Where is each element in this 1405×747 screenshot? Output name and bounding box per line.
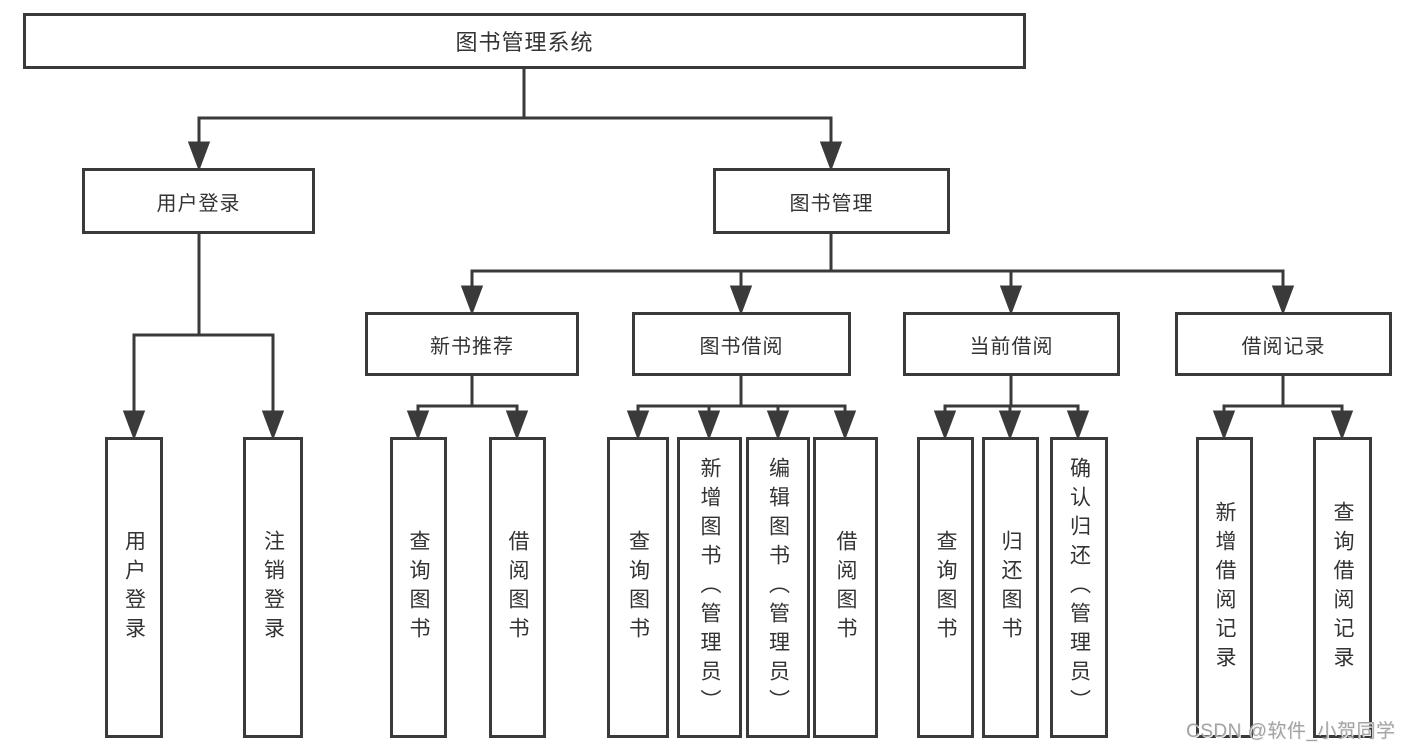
node-user-login-label: 用户登录 <box>156 192 241 215</box>
node-root: 图书管理系统 <box>23 13 1026 69</box>
csdn-watermark: CSDN @软件_小贺同学 <box>1186 721 1396 742</box>
leaf-confirm-return-admin-label: 确认归还（管理员） <box>1067 457 1091 718</box>
leaf-query-borrow-record: 查询借阅记录 <box>1313 437 1372 738</box>
leaf-query-books-recommend-label: 查询图书 <box>407 529 430 646</box>
node-user-login: 用户登录 <box>82 168 315 234</box>
connector-book-borrow-to-leaves <box>626 374 857 441</box>
node-book-borrow: 图书借阅 <box>632 312 851 376</box>
node-current-borrow: 当前借阅 <box>903 312 1120 376</box>
leaf-return-books-label: 归还图书 <box>999 529 1022 646</box>
leaf-borrow-books-recommend-label: 借阅图书 <box>506 529 529 646</box>
leaf-add-borrow-record-label: 新增借阅记录 <box>1213 500 1236 675</box>
leaf-query-borrow-record-label: 查询借阅记录 <box>1331 500 1354 675</box>
leaf-query-books-current: 查询图书 <box>917 437 974 738</box>
leaf-logout-label: 注销登录 <box>261 529 285 646</box>
leaf-confirm-return-admin: 确认归还（管理员） <box>1050 437 1108 738</box>
connector-root-to-level2 <box>187 67 843 172</box>
leaf-edit-book-admin-label: 编辑图书（管理员） <box>766 457 790 718</box>
connector-borrow-records-to-leaves <box>1212 374 1354 441</box>
leaf-add-book-admin-label: 新增图书（管理员） <box>698 457 721 718</box>
node-book-borrow-label: 图书借阅 <box>699 335 784 358</box>
node-new-book-recommend-label: 新书推荐 <box>430 335 514 358</box>
leaf-query-books-current-label: 查询图书 <box>934 529 957 646</box>
node-current-borrow-label: 当前借阅 <box>969 335 1054 358</box>
leaf-borrow-books: 借阅图书 <box>813 437 878 738</box>
leaf-return-books: 归还图书 <box>982 437 1039 738</box>
node-borrow-records-label: 借阅记录 <box>1241 335 1326 358</box>
leaf-borrow-books-recommend: 借阅图书 <box>489 437 546 738</box>
node-root-label: 图书管理系统 <box>455 30 594 55</box>
connector-new-books-to-leaves <box>406 374 529 441</box>
leaf-user-login-label: 用户登录 <box>122 529 146 646</box>
node-borrow-records: 借阅记录 <box>1175 312 1392 376</box>
leaf-logout: 注销登录 <box>243 437 303 738</box>
leaf-query-books-borrow: 查询图书 <box>607 437 669 738</box>
node-book-management-label: 图书管理 <box>789 192 874 215</box>
leaf-add-borrow-record: 新增借阅记录 <box>1196 437 1253 738</box>
connector-current-borrow-to-leaves <box>933 374 1090 441</box>
leaf-user-login: 用户登录 <box>105 437 163 738</box>
connector-book-mgmt-to-level3 <box>460 232 1295 316</box>
leaf-query-books-borrow-label: 查询图书 <box>626 529 650 646</box>
leaf-add-book-admin: 新增图书（管理员） <box>677 437 742 738</box>
connector-user-login-to-leaves <box>122 232 285 441</box>
node-new-book-recommend: 新书推荐 <box>365 312 579 376</box>
leaf-query-books-recommend: 查询图书 <box>390 437 447 738</box>
node-book-management: 图书管理 <box>713 168 950 234</box>
leaf-borrow-books-label: 借阅图书 <box>834 529 857 646</box>
leaf-edit-book-admin: 编辑图书（管理员） <box>746 437 810 738</box>
